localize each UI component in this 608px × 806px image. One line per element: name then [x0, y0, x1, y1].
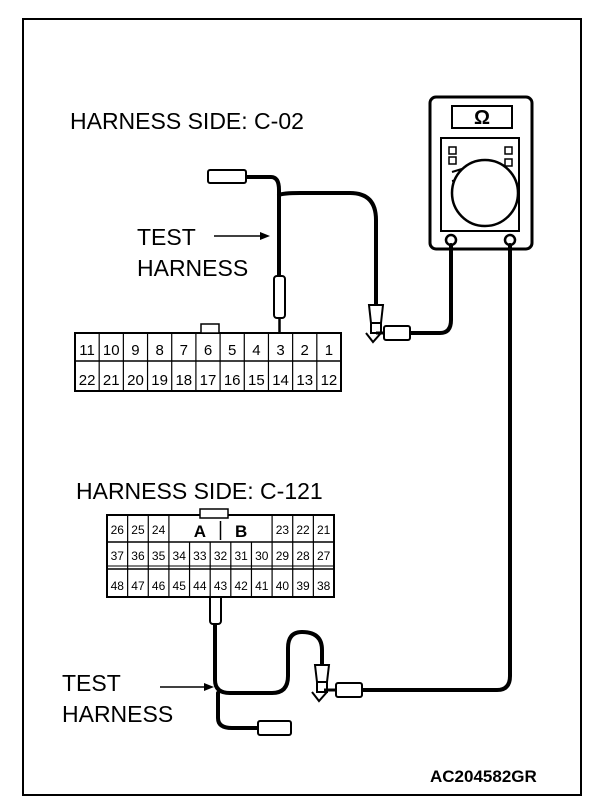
- pin-label: 42: [234, 579, 248, 593]
- connector-latch: [199, 508, 229, 519]
- pin-label: 11: [79, 342, 95, 359]
- pin-label: 16: [224, 372, 241, 389]
- pin-label: 31: [234, 549, 248, 563]
- ohmmeter: Ω: [428, 95, 534, 251]
- pin-label: 27: [317, 549, 331, 563]
- pin-label: 26: [111, 523, 125, 537]
- pin-label: 44: [193, 579, 207, 593]
- pin-label: 7: [180, 342, 188, 359]
- pin-label: 30: [255, 549, 269, 563]
- harness-side-c02-label: HARNESS SIDE: C-02: [70, 108, 304, 134]
- pin-label: 43: [214, 579, 228, 593]
- pin-label: 34: [173, 549, 187, 563]
- pin-label: 20: [127, 372, 144, 389]
- probe-lead-2: [360, 243, 512, 692]
- test-harness-wire-2: [213, 613, 324, 695]
- pin-label: 1: [325, 342, 333, 359]
- pin-label: 45: [173, 579, 187, 593]
- pin-label: 18: [175, 372, 192, 389]
- connector-latch: [200, 323, 220, 334]
- pin-label: 19: [151, 372, 168, 389]
- pin-label: 38: [317, 579, 331, 593]
- pin-label: 33: [193, 549, 207, 563]
- pin-label: 41: [255, 579, 269, 593]
- harness-plug-1: [207, 169, 247, 184]
- pin-label: 2: [301, 342, 309, 359]
- harness-probe-1: [273, 275, 286, 319]
- pin-label: 17: [200, 372, 217, 389]
- pin-label: 13: [296, 372, 313, 389]
- pin-label: 8: [155, 342, 163, 359]
- pin-label: 5: [228, 342, 236, 359]
- figure-id: AC204582GR: [430, 767, 537, 786]
- probe-plug-1: [383, 325, 411, 341]
- ohm-symbol: Ω: [474, 107, 490, 129]
- pin-label: 47: [131, 579, 145, 593]
- test-harness-c02-hardware: [207, 169, 411, 344]
- pin-label: 15: [248, 372, 265, 389]
- pin-label: 37: [111, 549, 125, 563]
- pin-label: 23: [276, 523, 290, 537]
- test-harness-branch-2: [216, 691, 260, 730]
- pin-label: 25: [131, 523, 145, 537]
- harness-side-c121-label: HARNESS SIDE: C-121: [76, 478, 323, 504]
- selector-dial-icon: [450, 158, 520, 228]
- pin-label: 21: [103, 372, 120, 389]
- pin-label: 40: [276, 579, 290, 593]
- leader-arrows: [160, 232, 270, 691]
- test-label-2: TEST: [62, 670, 121, 696]
- wires: [213, 175, 512, 730]
- pin-label: 24: [152, 523, 166, 537]
- cavity-label: A: [194, 522, 206, 541]
- pin-label: 14: [272, 372, 289, 389]
- pin-label: 48: [111, 579, 125, 593]
- pin-label: 22: [296, 523, 310, 537]
- pin-label: 36: [131, 549, 145, 563]
- meter-display: [451, 105, 513, 129]
- test-label-1: TEST: [137, 224, 196, 250]
- test-harness-branch-1: [277, 191, 378, 307]
- test-harness-wire-1: [244, 175, 281, 280]
- pin-label: 12: [321, 372, 338, 389]
- pin-label: 21: [317, 523, 331, 537]
- pin-label: 10: [103, 342, 120, 359]
- pin-label: 35: [152, 549, 166, 563]
- harness-plug-2: [257, 720, 292, 736]
- pin-label: 46: [152, 579, 166, 593]
- probe-plug-2: [335, 682, 363, 698]
- pin-label: 39: [296, 579, 310, 593]
- pin-label: 4: [252, 342, 260, 359]
- pin-label: 3: [276, 342, 284, 359]
- alligator-clip-1: [367, 304, 385, 324]
- cavity-label: B: [235, 522, 247, 541]
- harness-label-2: HARNESS: [62, 701, 174, 727]
- probe-lead-1: [408, 243, 453, 335]
- alligator-clip-2: [313, 664, 331, 683]
- connector-c121: 26 25 24 23 22 21 A B 37 36 35 34 33 32 31 30 29 28 27 48…: [106, 508, 335, 598]
- pin-label: 29: [276, 549, 290, 563]
- pin-label: 22: [79, 372, 96, 389]
- pin-label: 6: [204, 342, 212, 359]
- pin-label: 9: [131, 342, 139, 359]
- pin-label: 28: [296, 549, 310, 563]
- figure-frame: [22, 18, 582, 796]
- pin-label: 32: [214, 549, 228, 563]
- harness-label-1: HARNESS: [137, 255, 249, 281]
